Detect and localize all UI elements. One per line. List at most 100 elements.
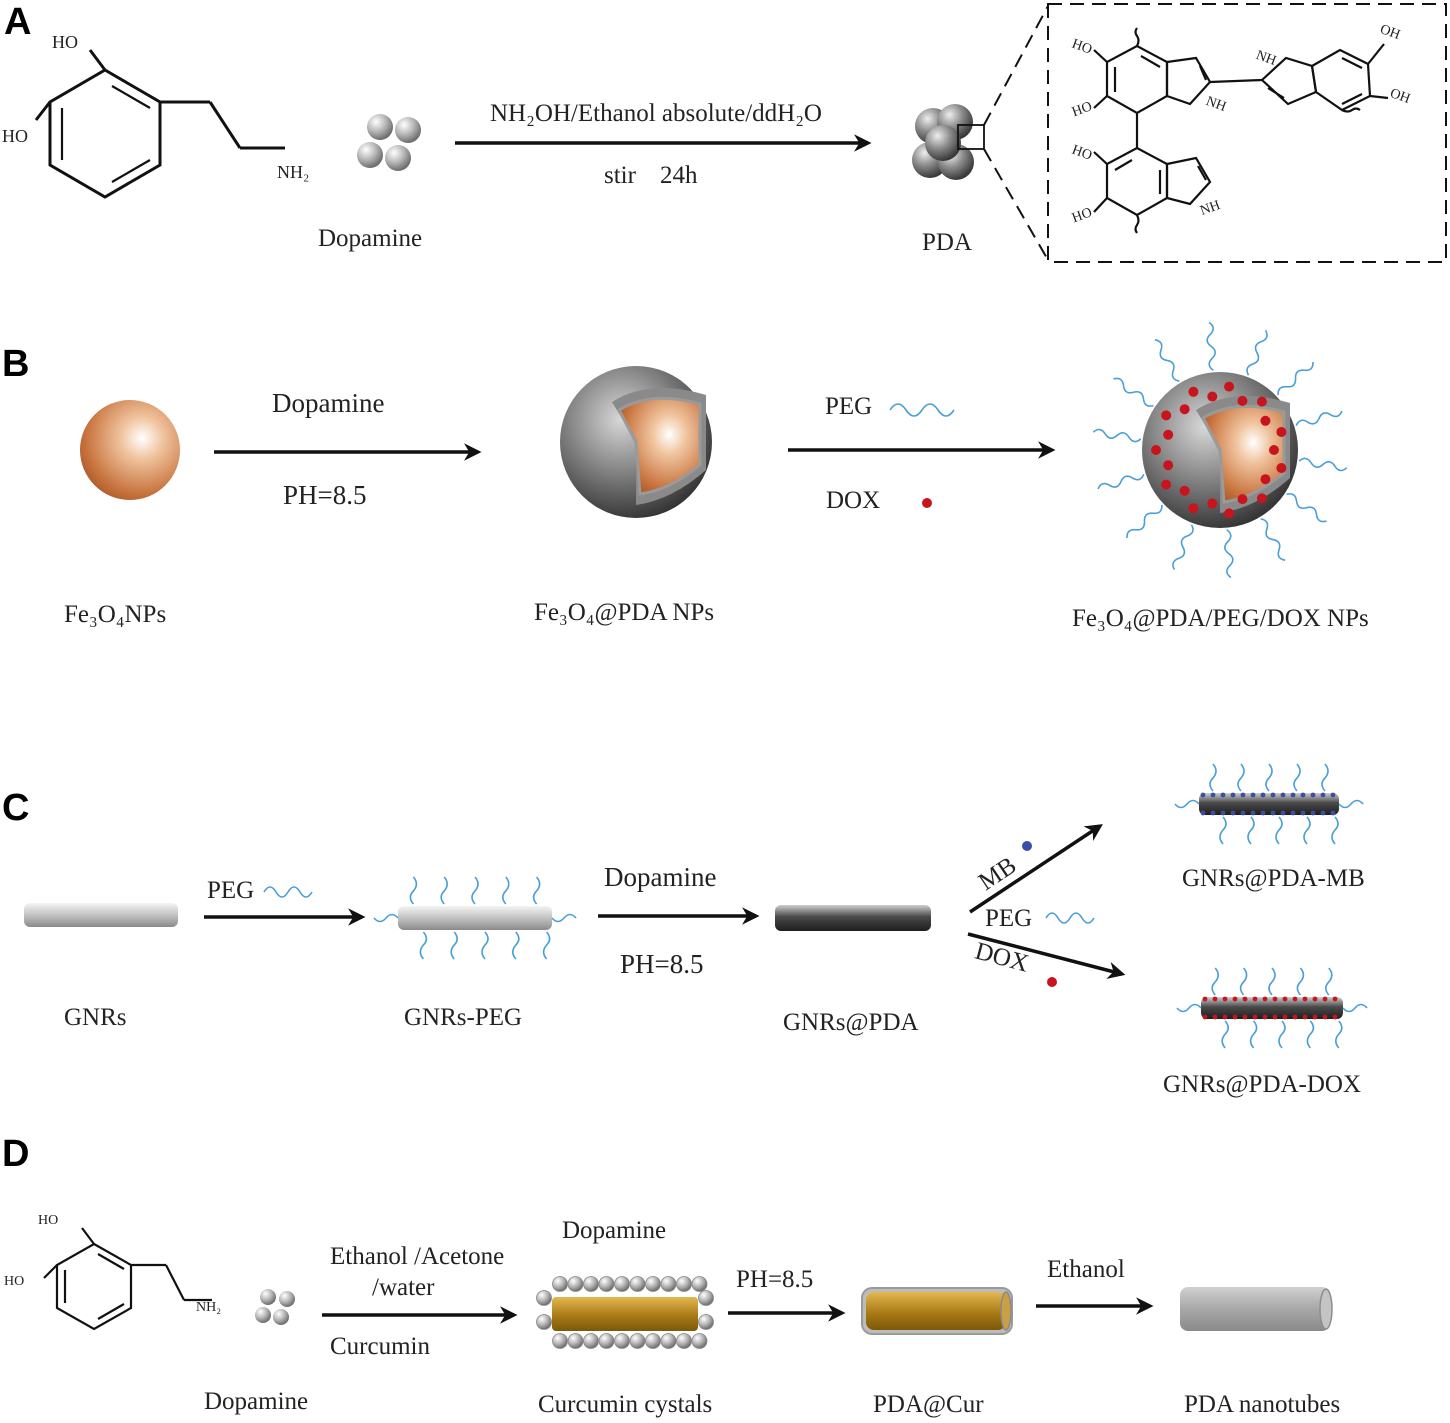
pda-nanotubes-label: PDA nanotubes	[1184, 1391, 1340, 1418]
peg-chain	[1278, 1020, 1286, 1049]
condition-stir: stir	[604, 162, 637, 189]
dox-dot	[1188, 503, 1199, 514]
peg-chain	[1174, 799, 1200, 809]
peg-chain	[1249, 1020, 1258, 1049]
peg-chain	[502, 876, 510, 905]
peg-chain	[481, 931, 489, 960]
drug-dot	[1230, 810, 1236, 816]
drug-dot	[1272, 1014, 1278, 1020]
peg-chain-icon-c	[263, 886, 313, 898]
drug-dot	[1210, 810, 1216, 816]
gnr-pda-mb-rod	[1174, 763, 1364, 845]
peg-chain	[1298, 457, 1348, 472]
peg-chain	[1268, 967, 1276, 996]
pda-cur-label: PDA@Cur	[873, 1391, 984, 1418]
peg-chain	[542, 931, 551, 960]
curcumin-crystals-label: Curcumin cystals	[538, 1391, 712, 1418]
peg-chain	[373, 913, 399, 923]
dox-dot	[1237, 494, 1248, 505]
dopamine-sphere	[536, 1290, 552, 1306]
dopamine-structure-a	[34, 49, 285, 199]
drug-dot	[1302, 996, 1308, 1002]
drug-dot	[1280, 810, 1286, 816]
drug-dot	[1242, 996, 1248, 1002]
drug-dot	[1320, 792, 1326, 798]
fe3o4-nanoparticle	[80, 400, 180, 500]
dox-molecule-icon	[922, 498, 932, 508]
peg-chain	[1342, 1003, 1368, 1013]
gnrs-pda-label: GNRs@PDA	[783, 1009, 919, 1036]
pda-structure-inset	[1093, 27, 1389, 234]
drug-dot	[1322, 1014, 1328, 1020]
drug-dot	[1330, 792, 1336, 798]
drug-dot	[1260, 792, 1266, 798]
dopamine-sphere	[645, 1333, 661, 1349]
drug-dot	[1200, 792, 1206, 798]
drug-dot	[1272, 996, 1278, 1002]
drug-dot	[1282, 996, 1288, 1002]
peg-chain	[1209, 763, 1217, 792]
drug-dot	[1240, 810, 1246, 816]
peg-chain-icon-c2	[1045, 912, 1095, 924]
peg-chain	[1325, 967, 1333, 996]
drug-dot	[1300, 810, 1306, 816]
peg-chain	[1092, 428, 1142, 443]
dopamine-sphere	[629, 1276, 646, 1292]
dox-dot	[1260, 474, 1271, 485]
gnrs-peg-label: GNRs-PEG	[404, 1004, 522, 1031]
gnrs-pda-dox-label: GNRs@PDA-DOX	[1163, 1071, 1361, 1098]
pda-cur-rod	[861, 1287, 1013, 1335]
dopamine-sphere	[598, 1333, 615, 1349]
drug-dot	[1322, 996, 1328, 1002]
gnr-pda-dox-rod	[1176, 967, 1368, 1049]
condition-top-a: NH₂OH/Ethanol absolute/ddH₂O	[490, 100, 822, 127]
peg-chain	[1286, 493, 1327, 523]
dopamine-sphere	[583, 1276, 599, 1292]
gnr-peg-rod	[373, 876, 577, 960]
gnrs-pda-mb-label: GNRs@PDA-MB	[1182, 865, 1365, 892]
peg-chain	[471, 876, 479, 905]
peg-chain	[1239, 967, 1248, 996]
drug-dot	[1282, 1014, 1288, 1020]
peg-chain	[1335, 1020, 1343, 1049]
drug-dot	[1220, 810, 1226, 816]
drug-dot	[1250, 792, 1256, 798]
dopamine-sphere	[691, 1276, 708, 1292]
dopamine-sphere	[676, 1276, 692, 1292]
panel-label-b: B	[2, 343, 29, 385]
drug-dot	[1262, 1014, 1268, 1020]
peg-chain-icon	[889, 403, 955, 417]
inset-ho-3: HO	[1070, 143, 1094, 164]
ho-label-left-d: HO	[4, 1274, 24, 1289]
dopamine-monomer-spheres-d	[255, 1289, 295, 1325]
peg-chain	[440, 876, 448, 905]
ho-label-top-d: HO	[38, 1213, 58, 1228]
inset-nh-3: NH	[1198, 198, 1222, 219]
peg-chain	[1295, 410, 1343, 427]
fe3o4-pda-label: Fe₃O₄@PDA NPs	[534, 599, 714, 626]
dox-dot	[1151, 445, 1161, 455]
dopamine-sphere	[629, 1333, 646, 1349]
drug-dot	[1210, 792, 1216, 798]
peg-chain	[512, 931, 520, 960]
dopamine-label-b: Dopamine	[272, 388, 384, 418]
ho-label-top: HO	[52, 32, 78, 52]
dopamine-sphere	[567, 1276, 584, 1292]
dopamine-sphere	[698, 1290, 714, 1306]
dox-dot	[1161, 410, 1172, 421]
dox-dot	[1224, 508, 1235, 519]
drug-dot	[1212, 1014, 1218, 1020]
dox-dot	[1237, 395, 1248, 406]
dox-label-c: DOX	[972, 938, 1031, 978]
drug-dot	[1232, 1014, 1238, 1020]
drug-dot	[1222, 1014, 1228, 1020]
peg-chain	[1293, 763, 1301, 792]
gnr-pda-rod	[775, 905, 931, 931]
dox-dot	[1256, 396, 1267, 407]
inset-oh-1: OH	[1378, 22, 1402, 43]
drug-dot	[1332, 1014, 1338, 1020]
drug-dot	[1212, 996, 1218, 1002]
dopamine-label-c: Dopamine	[604, 862, 716, 892]
drug-dot	[1310, 792, 1316, 798]
inset-nh-1: NH	[1254, 48, 1278, 69]
